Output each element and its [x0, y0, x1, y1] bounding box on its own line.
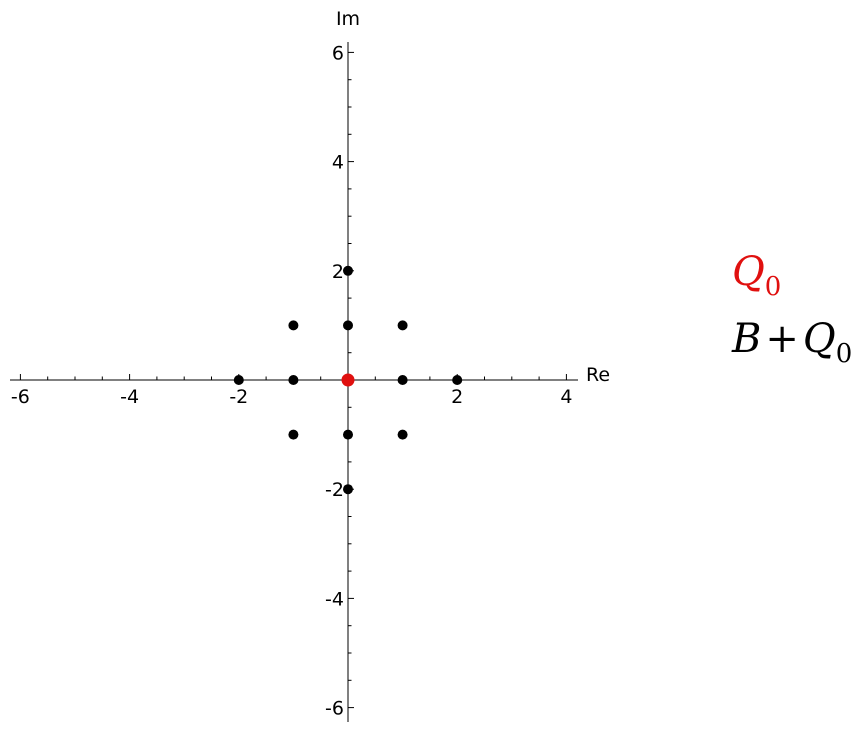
x-tick-label: -4	[120, 386, 139, 408]
y-tick-label: 6	[332, 42, 344, 64]
data-point-q0	[341, 373, 355, 387]
legend-bq0-operator: +	[765, 316, 799, 362]
legend-bq0-letter-q: Q	[802, 316, 836, 362]
y-tick-label: 4	[332, 152, 344, 174]
y-tick-label: -4	[325, 588, 344, 610]
data-point-bq0	[288, 429, 299, 440]
data-point-bq0	[343, 484, 353, 495]
data-point-bq0	[343, 320, 353, 331]
data-point-bq0	[288, 320, 299, 331]
data-point-bq0	[397, 375, 408, 385]
ticks: -6 -4 -2 2 4 -6 -4 -2 2 4 6	[11, 42, 573, 719]
data-point-bq0	[343, 429, 353, 440]
data-point-bq0	[397, 320, 408, 331]
x-tick-label: -6	[11, 386, 30, 408]
x-axis-label: Re	[586, 364, 610, 386]
x-tick-label: 2	[451, 386, 463, 408]
legend-bq0-subscript: 0	[835, 339, 853, 369]
x-tick-label: -2	[229, 386, 248, 408]
y-tick-label: 2	[332, 261, 344, 283]
legend-entry-q0: Q0	[732, 246, 852, 313]
y-tick-label: -2	[325, 479, 344, 501]
legend-bq0-letter-b: B	[732, 316, 762, 362]
legend-entry-bq0: B+Q0	[732, 313, 852, 380]
y-axis-label: Im	[336, 8, 360, 30]
data-points	[233, 265, 463, 495]
x-tick-label: 4	[560, 386, 572, 408]
data-point-bq0	[452, 375, 463, 385]
data-point-bq0	[397, 429, 408, 440]
data-point-bq0	[288, 375, 299, 385]
data-point-bq0	[343, 265, 353, 276]
data-point-bq0	[233, 375, 244, 385]
legend-q0-letter: Q	[732, 249, 765, 295]
legend-q0-subscript: 0	[764, 272, 782, 302]
y-tick-label: -6	[325, 698, 344, 720]
legend: Q0 B+Q0	[732, 246, 852, 380]
